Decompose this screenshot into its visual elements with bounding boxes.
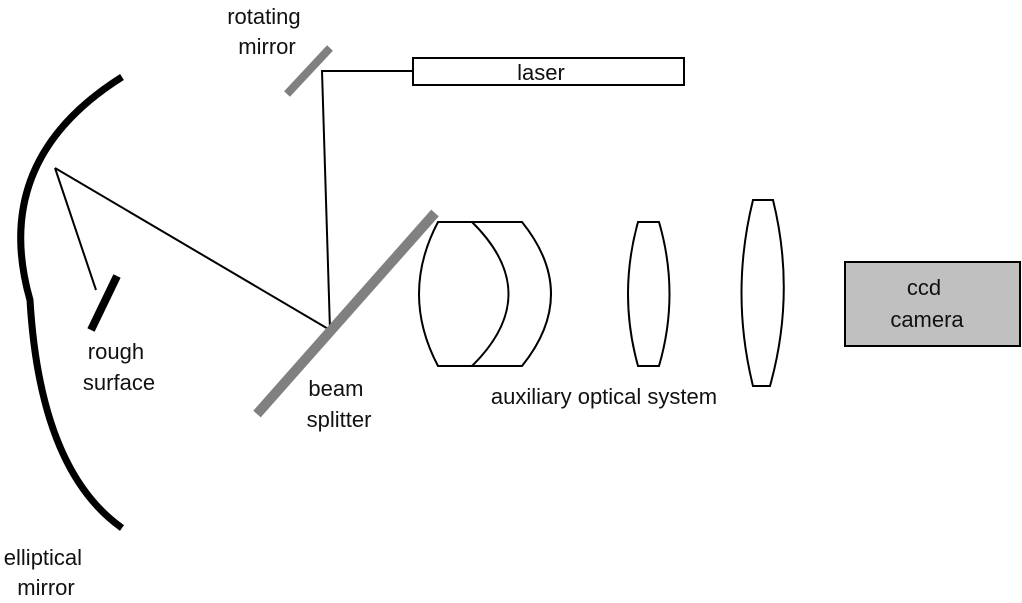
elliptical-mirror-label: elliptical mirror bbox=[4, 545, 88, 600]
beam-splitter-label: beam splitter bbox=[307, 376, 372, 432]
biconvex-lens-1 bbox=[627, 221, 671, 367]
laser-beam-path bbox=[320, 70, 412, 331]
doublet-lens-interface bbox=[471, 221, 510, 367]
biconvex-lens-2 bbox=[740, 199, 785, 387]
auxiliary-optical-system-label: auxiliary optical system bbox=[491, 384, 717, 409]
ccd-camera-label: ccd camera bbox=[890, 275, 964, 332]
rotating-mirror bbox=[284, 45, 333, 97]
rotating-mirror-label: rotating mirror bbox=[227, 4, 307, 59]
ccd-camera-box bbox=[844, 261, 1021, 347]
laser-box bbox=[412, 57, 685, 86]
laser-label: laser bbox=[517, 60, 565, 85]
beam-to-rough-surface bbox=[54, 167, 97, 291]
elliptical-mirror bbox=[17, 74, 125, 531]
beam-splitter bbox=[253, 209, 439, 418]
rough-surface bbox=[87, 274, 121, 332]
rough-surface-label: rough surface bbox=[83, 339, 155, 395]
doublet-lens bbox=[418, 221, 552, 367]
beam-to-elliptical-mirror bbox=[54, 167, 331, 331]
